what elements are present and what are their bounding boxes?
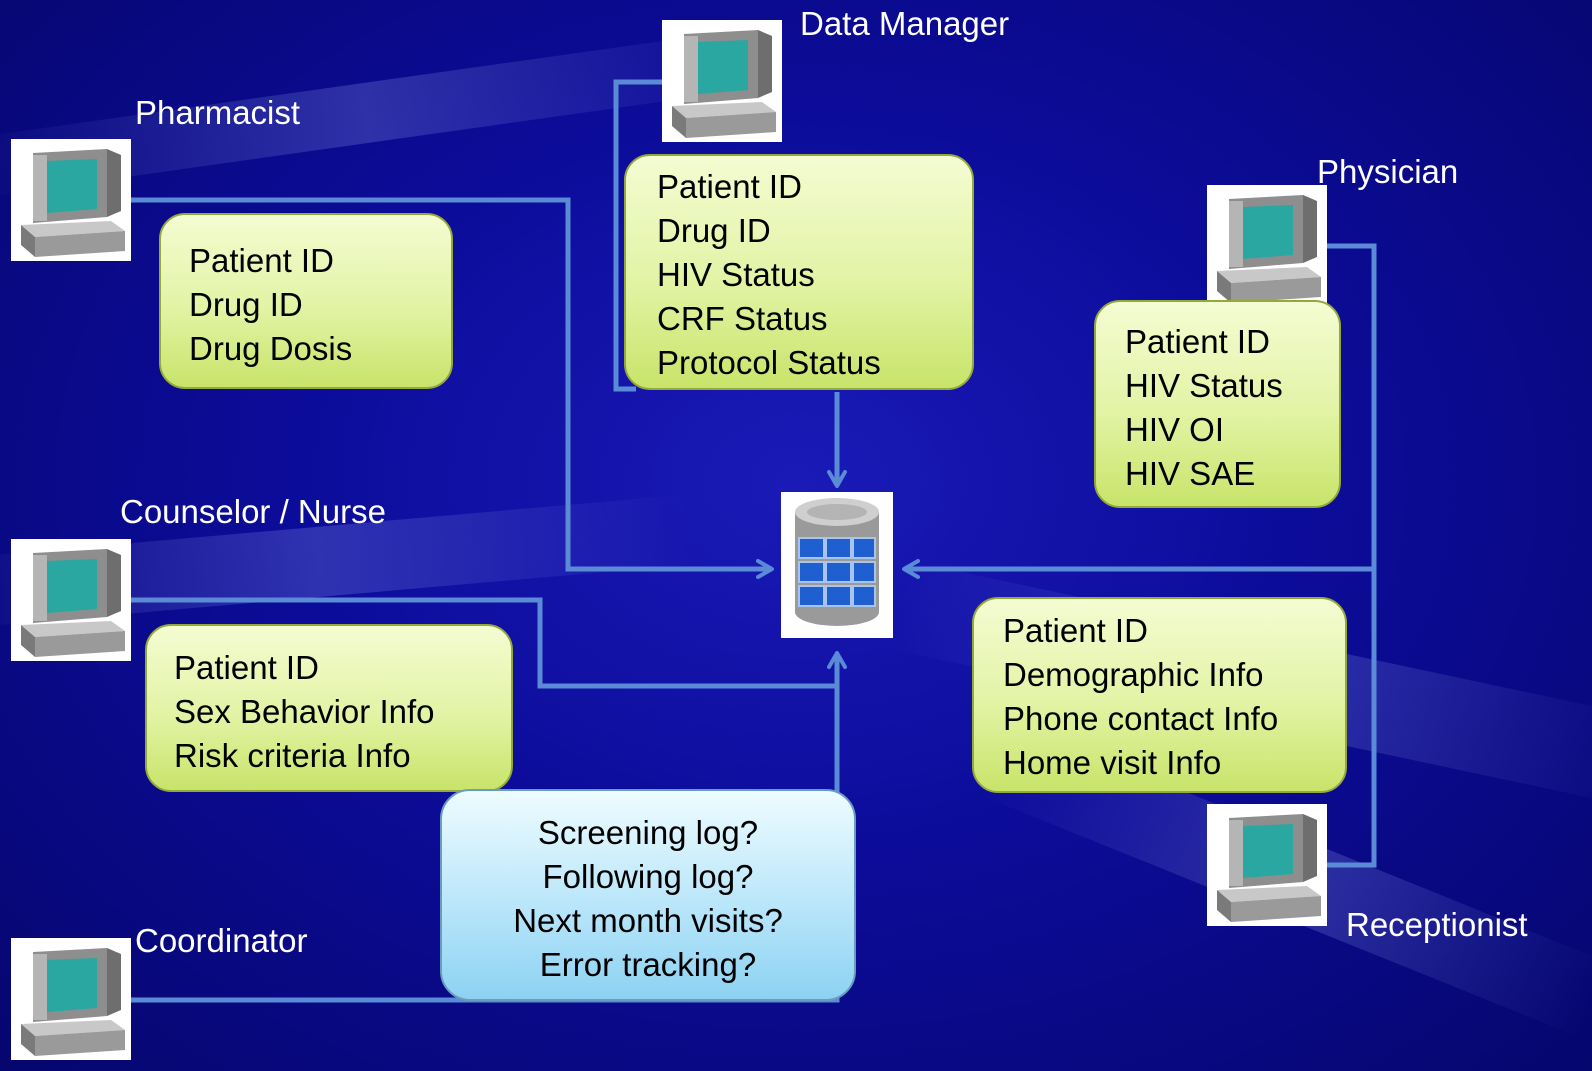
query-item: Following log? [542,858,754,895]
counselor-connector [131,597,837,689]
receptionist-data-box: Patient ID Demographic Info Phone contac… [972,597,1347,793]
data-field: Home visit Info [1003,744,1222,781]
data-manager-data-box: Patient ID Drug ID HIV Status CRF Status… [624,154,974,390]
data-field: HIV SAE [1125,455,1256,492]
physician-computer-icon [1207,185,1327,307]
query-item: Error tracking? [539,946,757,983]
data-field: CRF Status [657,300,828,337]
database-icon [781,492,893,638]
pharmacist-computer-icon [11,139,131,261]
counselor-data-box: Patient ID Sex Behavior Info Risk criter… [145,624,513,792]
receptionist-computer-icon [1207,804,1327,926]
role-label-coordinator: Coordinator [135,922,308,959]
role-label-receptionist: Receptionist [1346,906,1528,943]
data-field: Phone contact Info [1003,700,1279,737]
data-field: HIV Status [657,256,815,293]
data-field: Patient ID [657,168,802,205]
query-item: Screening log? [537,814,759,851]
data-manager-connector [613,79,662,392]
physician-connector [902,243,1377,579]
data-field: Protocol Status [657,344,881,381]
pharmacist-connector [131,197,774,579]
data-field: Drug Dosis [189,330,353,367]
coordinator-computer-icon [11,938,131,1060]
data-field: Drug ID [657,212,771,249]
counselor-computer-icon [11,539,131,661]
physician-data-box: Patient ID HIV Status HIV OI HIV SAE [1094,300,1341,508]
data-field: Patient ID [174,649,319,686]
data-field: HIV Status [1125,367,1283,404]
data-field: Patient ID [1003,612,1148,649]
query-item: Next month visits? [513,902,783,939]
data-field: Drug ID [189,286,303,323]
coordinator-connector [131,651,847,1003]
receptionist-connector [1326,569,1377,868]
data-manager-computer-icon [662,20,782,142]
role-label-data-manager: Data Manager [800,5,1010,42]
pharmacist-data-box: Patient ID Drug ID Drug Dosis [159,213,453,389]
role-label-pharmacist: Pharmacist [135,94,301,131]
data-field: Risk criteria Info [174,737,411,774]
data-field: Sex Behavior Info [174,693,435,730]
data-field: HIV OI [1125,411,1225,448]
data-field: Demographic Info [1003,656,1264,693]
role-label-counselor-nurse: Counselor / Nurse [120,493,386,530]
data-field: Patient ID [189,242,334,279]
role-label-physician: Physician [1317,153,1459,190]
coordinator-query-box: Screening log? Following log? Next month… [440,789,856,1001]
data-field: Patient ID [1125,323,1270,360]
